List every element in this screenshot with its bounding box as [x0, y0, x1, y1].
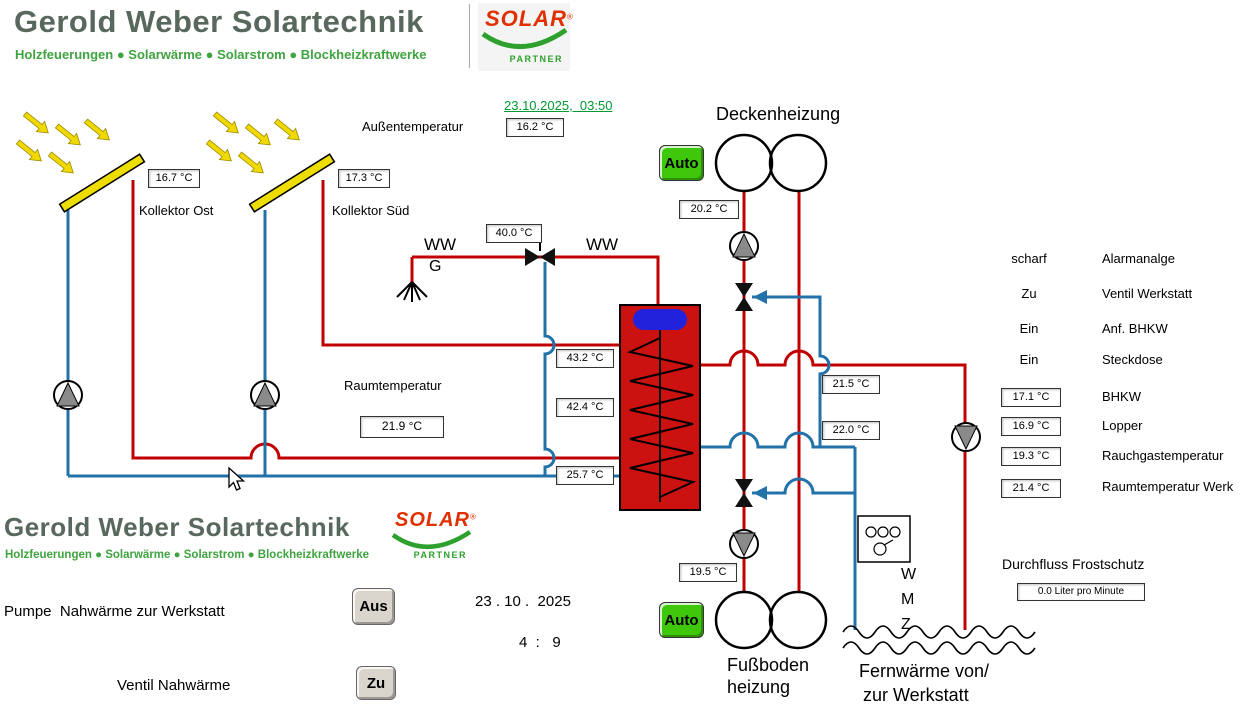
fussbodenheizung-auto-button[interactable]: Auto — [659, 602, 704, 638]
status-steckdose-state: Ein — [1019, 352, 1039, 367]
temp-lopper: 16.9 °C — [1001, 417, 1061, 436]
flow-durchfluss: 0.0 Liter pro Minute — [1017, 583, 1145, 601]
label-fernwaerme-line2: zur Werkstatt — [863, 685, 969, 705]
heat-exchanger-fussbodenheizung — [714, 590, 828, 650]
label-wmz-w: W — [901, 566, 917, 583]
pump-kollektor-ost-icon — [53, 380, 83, 410]
company-name: Gerold Weber Solartechnik — [14, 4, 424, 39]
fernwaerme-lines-icon — [842, 625, 1036, 655]
flow-arrow-icon — [753, 486, 767, 500]
date-bottom: 23 . 10 . 2025 — [475, 593, 571, 610]
logo-partner-text: PARTNER — [413, 550, 467, 560]
tank-coil-icon — [626, 337, 697, 498]
logo-partner-text: PARTNER — [509, 54, 563, 64]
solar-collector-sued — [248, 153, 336, 213]
logo-registered-mark: ® — [567, 12, 573, 22]
label-bhkw: BHKW — [1102, 389, 1141, 404]
status-anf-bhkw-state: Ein — [1019, 321, 1039, 336]
logo-solar-text: SOLAR — [485, 6, 567, 31]
header-divider — [469, 4, 470, 68]
flow-arrow-icon — [753, 290, 767, 304]
mouse-cursor-icon — [228, 466, 246, 491]
status-steckdose-label: Steckdose — [1102, 352, 1163, 367]
label-pumpe-nahwaerme: Pumpe Nahwärme zur Werkstatt — [4, 603, 225, 620]
timestamp: 23.10.2025, 03:50 — [504, 98, 613, 113]
solar-partner-logo-bottom: SOLAR® PARTNER — [388, 505, 476, 567]
temp-raumtemperatur-werkstatt: 21.4 °C — [1001, 479, 1061, 498]
company-name-bottom: Gerold Weber Solartechnik — [4, 512, 350, 542]
sun-rays-ost — [15, 111, 110, 174]
solar-collector-ost — [58, 153, 146, 213]
heat-exchanger-deckenheizung — [714, 133, 828, 193]
heat-meter-icon — [857, 515, 911, 563]
label-ww-left: WW — [424, 235, 457, 254]
label-ww-right: WW — [586, 235, 619, 254]
temp-rauchgas: 19.3 °C — [1001, 447, 1061, 466]
status-alarm-label: Alarmanalge — [1102, 251, 1175, 266]
pipes-cold — [66, 210, 857, 630]
tank-cap — [633, 309, 687, 330]
label-fernwaerme-line1: Fernwärme von/ — [859, 661, 990, 681]
pump-deckenheizung-icon — [729, 231, 759, 261]
temp-fussbodenheizung: 19.5 °C — [679, 563, 737, 582]
label-kollektor-sued: Kollektor Süd — [332, 203, 410, 218]
company-tagline: Holzfeuerungen ● Solarwärme ● Solarstrom… — [15, 47, 427, 62]
label-kollektor-ost: Kollektor Ost — [139, 203, 214, 218]
ground-symbol-icon — [396, 281, 428, 302]
temp-speicher-unten: 25.7 °C — [556, 466, 614, 485]
label-raumtemperatur-werkstatt: Raumtemperatur Werk — [1102, 479, 1234, 494]
label-ventil-nahwaerme: Ventil Nahwärme — [117, 677, 231, 694]
label-deckenheizung: Deckenheizung — [716, 104, 841, 124]
label-aussentemperatur: Außentemperatur — [362, 119, 464, 134]
label-rauchgas: Rauchgastemperatur — [1102, 448, 1224, 463]
label-gas: G — [429, 258, 442, 275]
ventil-nahwaerme-button[interactable]: Zu — [356, 666, 396, 700]
temp-vorlauf-werkstatt: 21.5 °C — [822, 375, 880, 394]
deckenheizung-auto-button[interactable]: Auto — [659, 145, 704, 181]
logo-solar-text: SOLAR — [395, 509, 470, 531]
company-tagline-bottom: Holzfeuerungen ● Solarwärme ● Solarstrom… — [5, 549, 370, 561]
label-wmz-z: Z — [901, 616, 911, 633]
label-fussboden-line1: Fußboden — [727, 655, 810, 675]
label-durchfluss-frostschutz: Durchfluss Frostschutz — [1002, 556, 1145, 572]
temp-aussentemperatur: 16.2 °C — [506, 118, 564, 137]
temp-warmwasser: 40.0 °C — [486, 224, 542, 243]
temp-speicher-oben: 43.2 °C — [556, 349, 614, 368]
temp-kollektor-ost: 16.7 °C — [148, 169, 200, 188]
valve-warmwasser-icon — [525, 241, 555, 266]
pump-werkstatt-icon — [951, 422, 981, 452]
label-lopper: Lopper — [1102, 418, 1143, 433]
logo-registered-mark: ® — [470, 512, 476, 522]
temp-ruecklauf-werkstatt: 22.0 °C — [822, 421, 880, 440]
label-wmz-m: M — [901, 591, 915, 608]
valve-fussbodenheizung-icon — [735, 479, 753, 507]
logo-swoosh-icon — [391, 530, 472, 549]
pump-fussbodenheizung-icon — [729, 529, 759, 559]
temp-kollektor-sued: 17.3 °C — [338, 169, 390, 188]
temp-speicher-mitte: 42.4 °C — [556, 398, 614, 417]
time-bottom: 4 : 9 — [519, 634, 561, 651]
label-raumtemperatur: Raumtemperatur — [344, 378, 442, 393]
logo-swoosh-icon — [481, 27, 568, 49]
status-ventil-werkstatt-state: Zu — [1021, 286, 1037, 301]
status-anf-bhkw-label: Anf. BHKW — [1102, 321, 1168, 336]
temp-deckenheizung: 20.2 °C — [679, 200, 739, 219]
temp-raumtemperatur: 21.9 °C — [360, 416, 444, 438]
storage-tank — [619, 304, 701, 511]
pump-kollektor-sued-icon — [250, 380, 280, 410]
temp-bhkw: 17.1 °C — [1001, 388, 1061, 407]
status-alarm-state: scharf — [1011, 251, 1047, 266]
label-fussboden-line2: heizung — [727, 677, 791, 697]
pumpe-nahwaerme-button[interactable]: Aus — [352, 588, 395, 625]
sun-rays-sued — [205, 111, 300, 174]
solar-partner-logo: SOLAR® PARTNER — [478, 3, 573, 71]
valve-deckenheizung-icon — [735, 283, 753, 311]
status-ventil-werkstatt-label: Ventil Werkstatt — [1102, 286, 1193, 301]
